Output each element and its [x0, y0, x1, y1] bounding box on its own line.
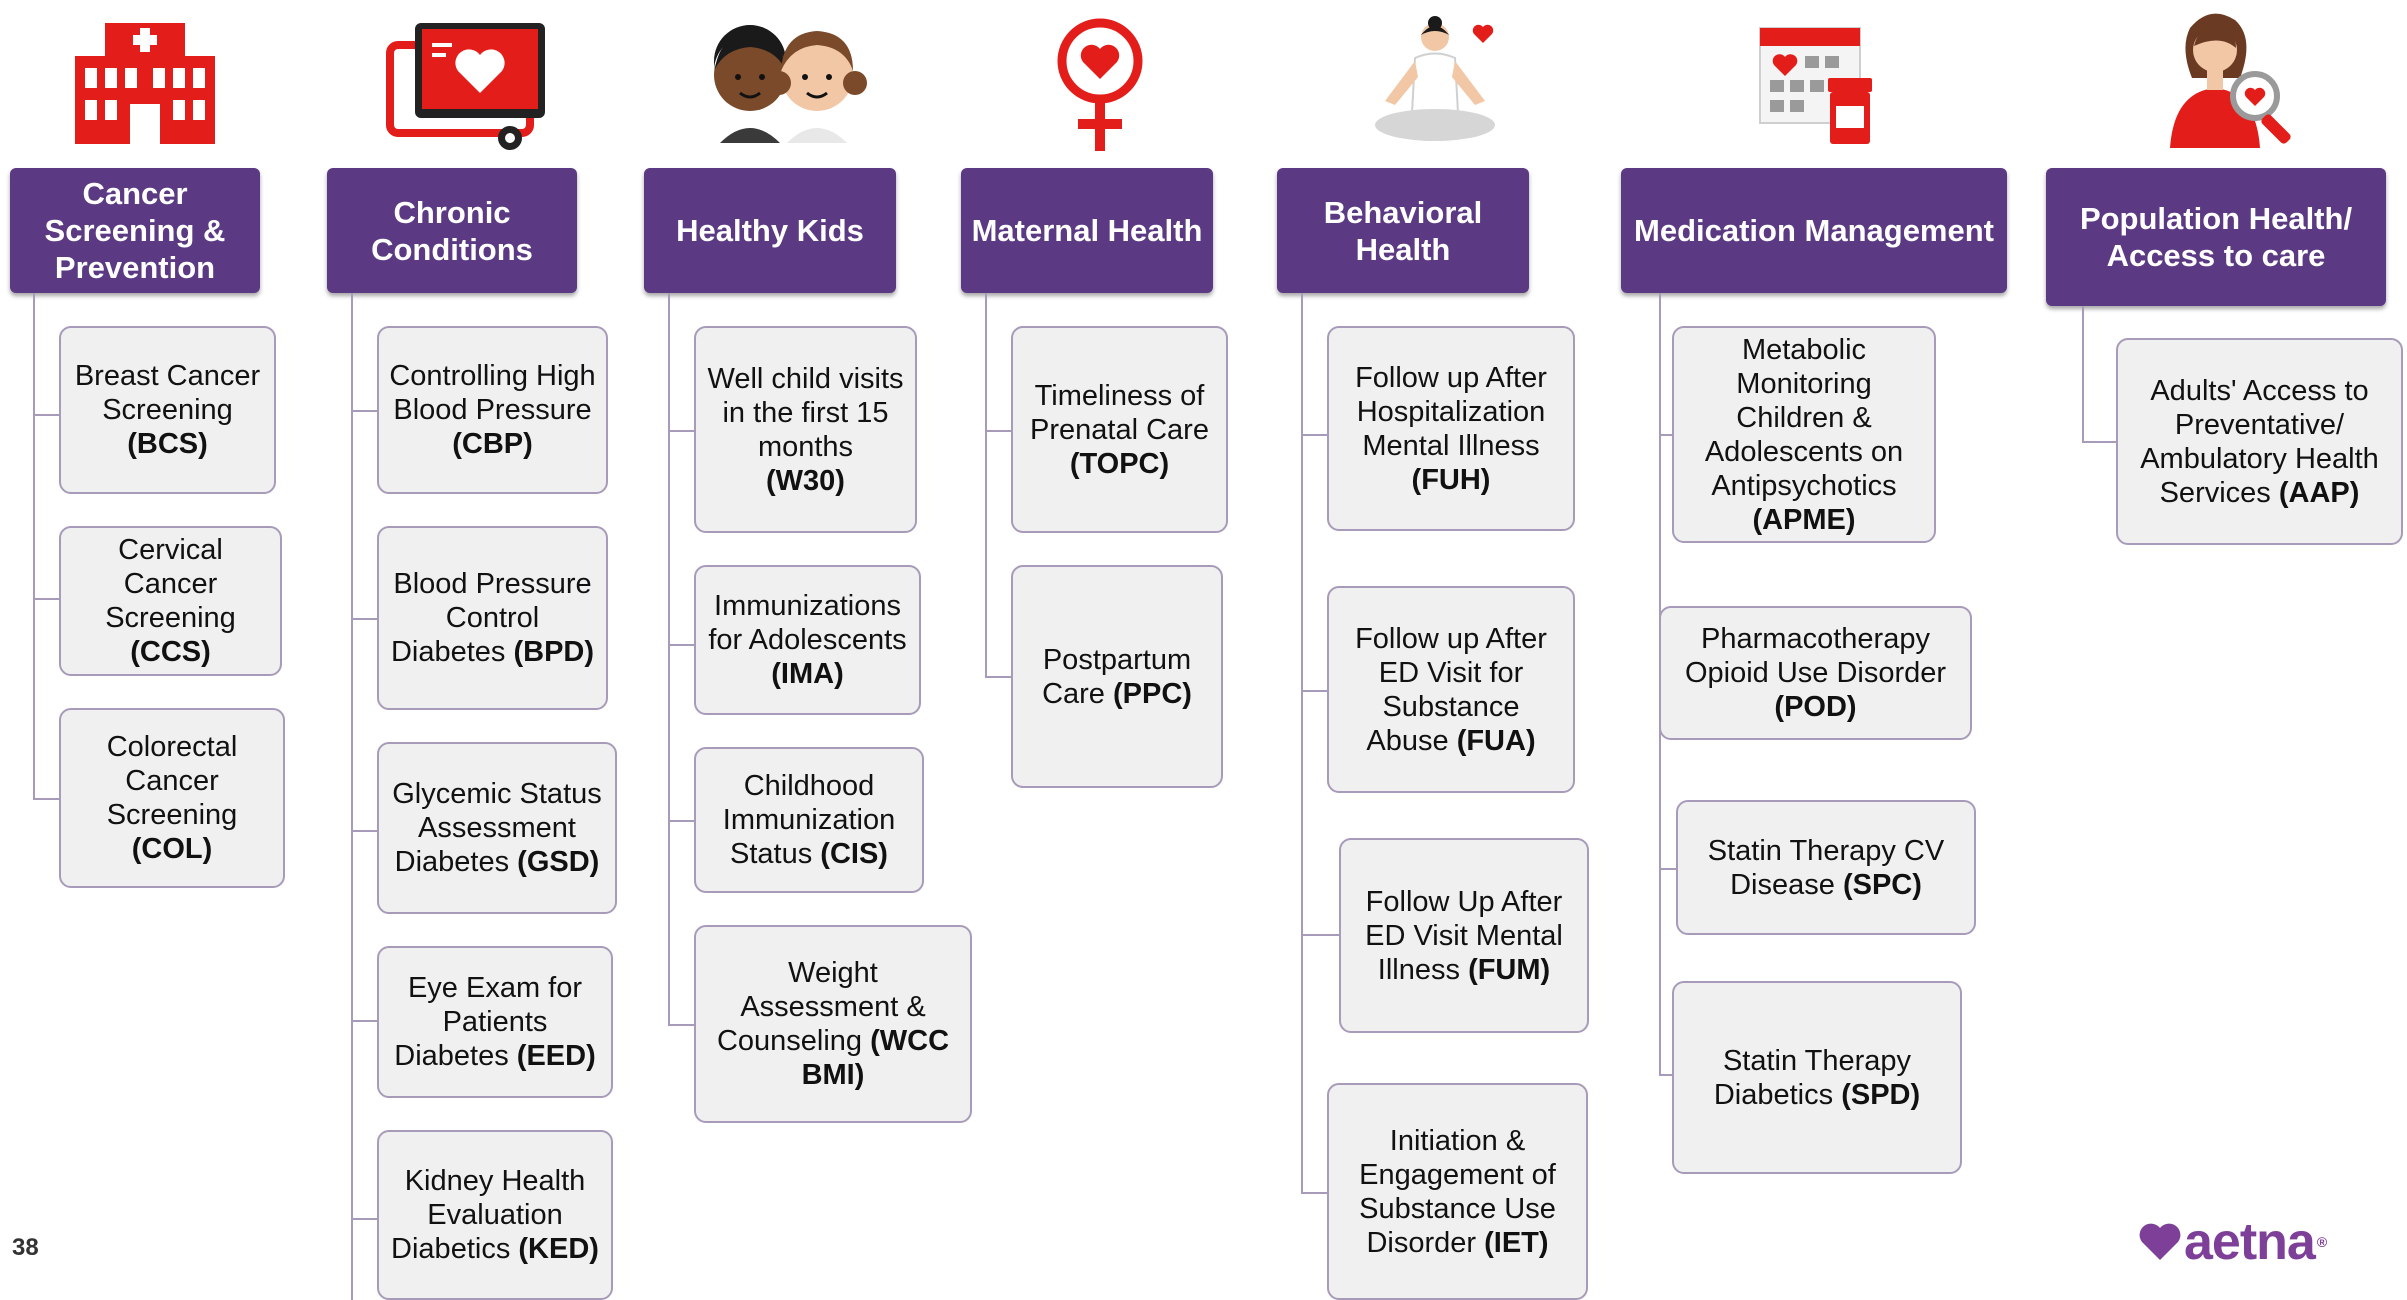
header-behavioral-health: Behavioral Health	[1277, 168, 1529, 293]
measure-w30: Well child visits in the first 15 months…	[694, 326, 917, 533]
measure-bcs: Breast Cancer Screening(BCS)	[59, 326, 276, 494]
tree-branch	[668, 430, 694, 432]
tree-branch	[351, 410, 377, 412]
measure-cis: Childhood Immunization Status (CIS)	[694, 747, 924, 893]
tree-branch	[1659, 1074, 1672, 1076]
tree-branch	[33, 598, 59, 600]
measure-apme: Metabolic Monitoring Children & Adolesce…	[1672, 326, 1936, 543]
tree-branch	[1301, 934, 1339, 936]
heart-logo-icon	[2139, 1223, 2181, 1260]
header-chronic-conditions: Chronic Conditions	[327, 168, 577, 293]
measure-bpd: Blood Pressure Control Diabetes (BPD)	[377, 526, 608, 710]
measure-cbp: Controlling High Blood Pressure (CBP)	[377, 326, 608, 494]
measure-gsd: Glycemic Status Assessment Diabetes (GSD…	[377, 742, 617, 914]
tree-branch	[1301, 434, 1327, 436]
tree-line	[985, 293, 987, 677]
tree-branch	[351, 618, 377, 620]
calendar-pills-icon	[1740, 8, 1900, 158]
tree-line	[1301, 293, 1303, 1193]
header-healthy-kids: Healthy Kids	[644, 168, 896, 293]
measure-topc: Timeliness of Prenatal Care(TOPC)	[1011, 326, 1228, 533]
measure-fuh: Follow up After Hospitalization Mental I…	[1327, 326, 1575, 531]
page-number: 38	[12, 1234, 39, 1261]
header-cancer-screening: Cancer Screening & Prevention	[10, 168, 260, 293]
header-population-health: Population Health/ Access to care	[2046, 168, 2386, 306]
measure-iet: Initiation & Engagement of Substance Use…	[1327, 1083, 1588, 1300]
measure-ppc: Postpartum Care (PPC)	[1011, 565, 1223, 788]
tree-branch	[668, 1024, 694, 1026]
tree-branch	[351, 830, 377, 832]
tree-branch	[1301, 690, 1327, 692]
measure-eed: Eye Exam for Patients Diabetes (EED)	[377, 946, 613, 1098]
tree-branch	[985, 430, 1011, 432]
tree-branch	[1659, 434, 1672, 436]
measure-ked: Kidney Health Evaluation Diabetics (KED)	[377, 1130, 613, 1300]
tree-line	[2082, 306, 2084, 442]
measure-wcc: Weight Assessment & Counseling (WCC BMI)	[694, 925, 972, 1123]
hospital-icon	[60, 8, 230, 158]
aetna-logo: aetna®	[2138, 1212, 2327, 1272]
header-medication-management: Medication Management	[1621, 168, 2007, 293]
kids-icon	[690, 8, 880, 158]
tree-branch	[33, 414, 59, 416]
doctor-magnifier-icon	[2150, 8, 2320, 158]
tree-branch	[2082, 441, 2116, 443]
brand-name: aetna	[2184, 1213, 2316, 1271]
measure-ima: Immunizations for Adolescents(IMA)	[694, 565, 921, 715]
tree-line	[668, 293, 670, 1025]
tree-line	[351, 293, 353, 1300]
measure-col: Colorectal Cancer Screening(COL)	[59, 708, 285, 888]
tree-branch	[351, 1218, 377, 1220]
measure-spc: Statin Therapy CV Disease (SPC)	[1676, 800, 1976, 935]
tree-line	[33, 293, 35, 800]
tree-branch	[668, 644, 694, 646]
female-heart-icon	[1020, 8, 1180, 158]
monitor-heart-icon	[375, 8, 555, 158]
measure-fum: Follow Up After ED Visit Mental Illness …	[1339, 838, 1589, 1033]
measure-spd: Statin Therapy Diabetics (SPD)	[1672, 981, 1962, 1174]
tree-branch	[33, 798, 59, 800]
measure-fua: Follow up After ED Visit for Substance A…	[1327, 586, 1575, 793]
header-maternal-health: Maternal Health	[961, 168, 1213, 293]
tree-branch	[1659, 868, 1676, 870]
tree-branch	[1301, 1192, 1327, 1194]
tree-branch	[985, 676, 1011, 678]
tree-branch	[351, 1020, 377, 1022]
tree-branch	[668, 820, 694, 822]
measure-pod: Pharmacotherapy Opioid Use Disorder(POD)	[1659, 606, 1972, 740]
measure-ccs: Cervical Cancer Screening(CCS)	[59, 526, 282, 676]
measure-aap: Adults' Access to Preventative/ Ambulato…	[2116, 338, 2403, 545]
meditation-icon	[1345, 8, 1525, 158]
